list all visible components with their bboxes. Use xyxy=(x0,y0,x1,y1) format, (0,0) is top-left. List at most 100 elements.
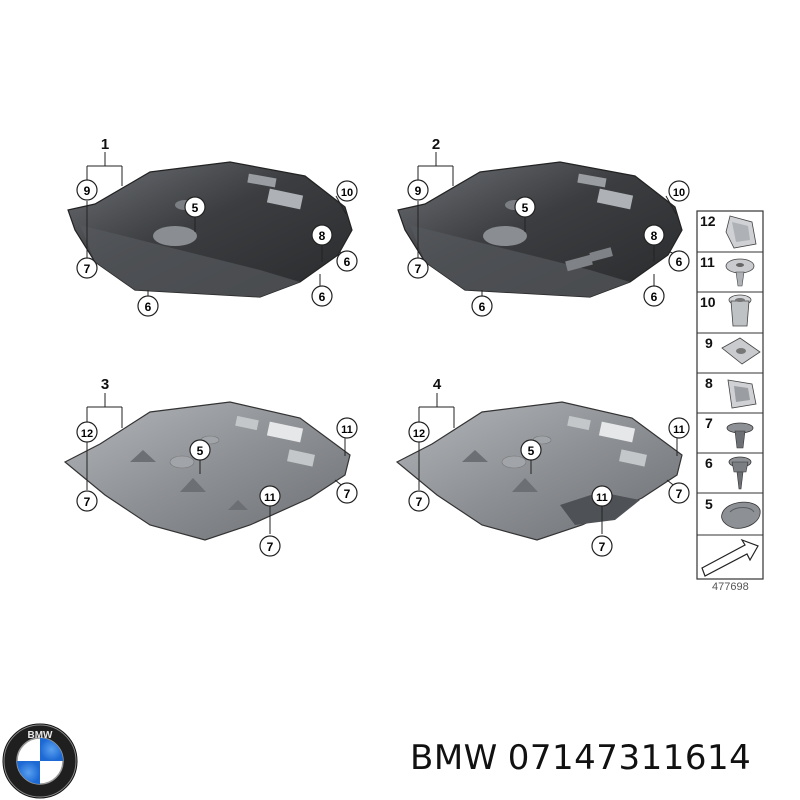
direction-arrow-icon xyxy=(701,538,759,577)
assembly-4: 4 12 7 5 11 11 7 7 xyxy=(395,376,690,557)
plate-panel xyxy=(266,421,304,443)
callout-circle xyxy=(336,417,358,439)
callout-label: 6 xyxy=(479,300,486,314)
plate-boss xyxy=(180,478,206,492)
callout-label: 11 xyxy=(264,492,276,504)
legend-number: 7 xyxy=(705,415,713,431)
plate-panel xyxy=(266,188,304,210)
callout-circle xyxy=(189,439,211,461)
callout-label: 6 xyxy=(651,290,658,304)
plate-recess xyxy=(153,226,197,246)
callout-circle xyxy=(668,482,690,504)
callout-circle xyxy=(76,257,98,279)
underbody-plate xyxy=(63,401,351,541)
callout-label: 12 xyxy=(413,428,425,440)
plate-boss xyxy=(462,450,488,462)
callout-circle xyxy=(514,196,536,218)
plate-panel xyxy=(619,449,647,467)
assembly-number: 4 xyxy=(433,376,442,393)
expanding-rivet-icon xyxy=(725,258,755,287)
callout-circle xyxy=(668,417,690,439)
callout-label: 7 xyxy=(599,540,606,554)
plate-flange xyxy=(80,225,300,297)
assembly-2: 2 9 7 5 10 8 6 6 6 xyxy=(397,136,690,317)
plate-recess xyxy=(169,455,195,469)
callout-circle xyxy=(643,285,665,307)
plate-panel xyxy=(235,415,259,431)
callout-label: 11 xyxy=(596,492,608,504)
assembly-number: 1 xyxy=(101,136,109,153)
part-number: 07147311614 xyxy=(507,738,752,778)
assembly-number: 2 xyxy=(432,136,440,153)
assembly-number: 3 xyxy=(101,376,109,393)
callout-circle xyxy=(408,490,430,512)
plate-boss xyxy=(512,478,538,492)
cover-cap-icon xyxy=(721,501,761,529)
plate-vent xyxy=(565,254,593,272)
callout-label: 7 xyxy=(84,495,91,509)
spring-clip-icon xyxy=(727,379,757,409)
legend-number: 8 xyxy=(705,375,713,391)
callout-label: 6 xyxy=(145,300,152,314)
push-rivet-icon xyxy=(726,422,754,449)
plate-panel xyxy=(598,421,636,443)
callout-label: 9 xyxy=(84,184,91,198)
callout-label: 8 xyxy=(651,229,658,243)
plate-vent xyxy=(589,247,613,262)
callout-label: 11 xyxy=(341,424,353,436)
callout-label: 12 xyxy=(81,428,93,440)
plate-panel xyxy=(287,449,315,467)
clip-nut-icon xyxy=(721,337,761,365)
plate-scoop xyxy=(560,492,640,525)
callout-label: 7 xyxy=(415,262,422,276)
callout-circle xyxy=(668,250,690,272)
callout-circle xyxy=(591,535,613,557)
legend-number: 9 xyxy=(705,335,713,351)
clip-nut-icon xyxy=(725,215,757,249)
plate-flange xyxy=(410,225,630,297)
callout-label: 7 xyxy=(344,487,351,501)
callout-label: 11 xyxy=(673,424,685,436)
legend-number: 11 xyxy=(700,254,715,270)
callout-label: 7 xyxy=(267,540,274,554)
legend-number: 6 xyxy=(705,455,713,471)
legend-number: 5 xyxy=(705,496,713,512)
plate-panel xyxy=(247,173,277,188)
parts-legend: 12 11 10 9 8 7 6 5 xyxy=(696,210,764,580)
sleeve-icon xyxy=(728,294,752,327)
legend-number: 12 xyxy=(700,213,716,229)
callout-label: 5 xyxy=(528,444,535,458)
callout-circle xyxy=(407,179,429,201)
callout-label: 10 xyxy=(673,187,685,199)
bmw-logo: BMW xyxy=(2,723,78,799)
callout-label: 8 xyxy=(319,229,326,243)
callout-circle xyxy=(259,535,281,557)
callout-circle xyxy=(184,196,206,218)
plate-panel xyxy=(596,188,634,210)
callout-circle xyxy=(311,285,333,307)
callout-circle xyxy=(137,295,159,317)
callout-circle xyxy=(76,179,98,201)
plate-boss xyxy=(228,500,248,510)
plate-recess xyxy=(501,455,527,469)
callout-label: 7 xyxy=(416,495,423,509)
callout-label: 5 xyxy=(522,201,529,215)
callout-circle xyxy=(336,482,358,504)
screw-icon xyxy=(728,456,752,490)
callout-circle xyxy=(76,421,98,443)
callout-label: 10 xyxy=(341,187,353,199)
callout-label: 6 xyxy=(676,255,683,269)
callout-circle xyxy=(407,257,429,279)
callout-circle xyxy=(408,421,430,443)
assembly-1: 1 9 7 5 10 8 6 6 6 xyxy=(67,136,358,317)
underbody-plate xyxy=(395,401,683,541)
callout-circle xyxy=(76,490,98,512)
callout-circle xyxy=(591,485,613,507)
callout-circle xyxy=(668,180,690,202)
callout-label: 7 xyxy=(84,262,91,276)
legend-number: 10 xyxy=(700,294,716,310)
plate-recess xyxy=(483,226,527,246)
callout-circle xyxy=(643,224,665,246)
assembly-3: 3 12 7 5 11 11 7 7 xyxy=(63,376,358,557)
